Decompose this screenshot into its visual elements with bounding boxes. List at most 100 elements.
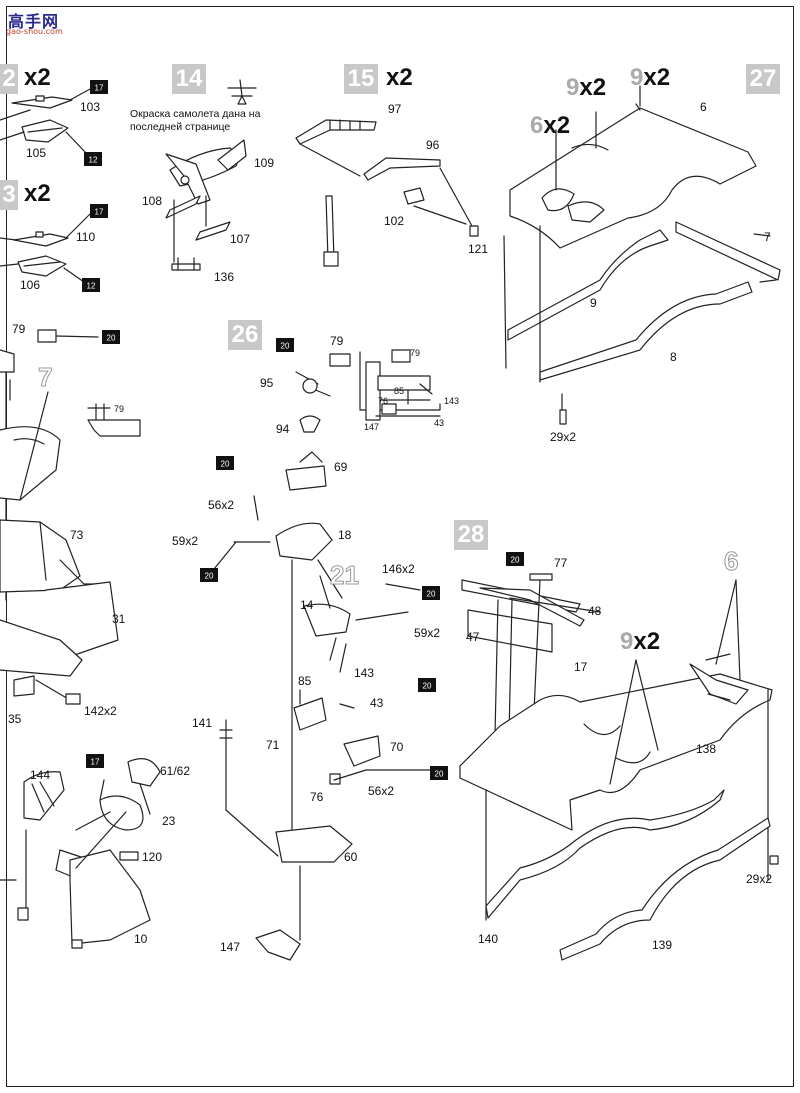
paint-badge-12: 12	[82, 278, 100, 292]
label-56x2: 56x2	[208, 498, 235, 512]
label-6: 6	[700, 100, 707, 114]
paint-badge-20: 20	[506, 552, 524, 566]
step-12-box: 2	[0, 64, 18, 94]
label-70: 70	[390, 740, 404, 754]
step-13-multiplier: x2	[24, 180, 51, 207]
paint-badge-20: 20	[200, 568, 218, 582]
label-48: 48	[588, 604, 602, 618]
ref-step-6: 6	[723, 546, 739, 577]
label-79-inset: 79	[410, 348, 421, 358]
label-73: 73	[70, 528, 84, 542]
step-14-box: 14	[172, 64, 206, 94]
paint-badge-17: 17	[90, 204, 108, 218]
paint-badge-20: 20	[216, 456, 234, 470]
badge-label: 20	[107, 334, 116, 343]
label-10: 10	[134, 932, 148, 946]
aircraft-icon	[227, 79, 257, 105]
step-28-box: 28	[454, 520, 488, 550]
label-94: 94	[276, 422, 290, 436]
label-109: 109	[254, 156, 275, 170]
times-2: x2	[633, 628, 661, 655]
label-107: 107	[230, 232, 251, 246]
part-9-number: 9	[630, 64, 644, 91]
label-103: 103	[80, 100, 101, 114]
badge-label: 20	[511, 556, 520, 565]
label-140: 140	[478, 932, 499, 946]
paint-note-line2: последней странице	[130, 121, 231, 133]
paint-badge-20: 20	[276, 338, 294, 352]
label-138: 138	[696, 742, 717, 756]
paint-note: Окраска самолета дана на последней стран…	[130, 108, 260, 134]
badge-label: 20	[435, 770, 444, 779]
label-7: 7	[764, 230, 771, 244]
step-26-box: 26	[228, 320, 262, 350]
badge-label: 17	[91, 758, 100, 767]
label-146x2: 146x2	[382, 562, 415, 576]
label-31: 31	[112, 612, 126, 626]
label-61-62: 61/62	[160, 764, 191, 778]
label-77: 77	[554, 556, 568, 570]
part-9-number: 9	[566, 74, 580, 101]
label-136: 136	[214, 270, 235, 284]
label-95: 95	[260, 376, 274, 390]
badge-label: 12	[87, 282, 96, 291]
label-102: 102	[384, 214, 405, 228]
badge-label: 20	[221, 460, 230, 469]
watermark-text: 高手网	[8, 12, 60, 31]
label-141: 141	[192, 716, 213, 730]
label-85: 85	[298, 674, 312, 688]
label-120: 120	[142, 850, 163, 864]
label-59x2: 59x2	[172, 534, 199, 548]
part-6-number: 6	[530, 112, 544, 139]
ref-step-21: 21	[330, 560, 360, 591]
part-105-hull	[21, 119, 69, 143]
label-108: 108	[142, 194, 163, 208]
label-147-inset: 147	[364, 422, 380, 432]
label-79-step26: 79	[330, 334, 344, 348]
label-9: 9	[590, 296, 597, 310]
label-147: 147	[220, 940, 241, 954]
label-60: 60	[344, 850, 358, 864]
label-96: 96	[426, 138, 440, 152]
paint-note-line1: Окраска самолета дана на	[130, 108, 261, 120]
badge-label: 20	[281, 342, 290, 351]
paint-badge-20: 20	[102, 330, 120, 344]
paint-badge-17: 17	[86, 754, 104, 768]
paint-badge-17: 17	[90, 80, 108, 94]
label-76: 76	[310, 790, 324, 804]
label-17: 17	[574, 660, 588, 674]
step-15-box: 15	[344, 64, 378, 94]
label-35: 35	[8, 712, 22, 726]
badge-label: 20	[423, 682, 432, 691]
step-27-box: 27	[746, 64, 780, 94]
badge-label: 12	[89, 156, 98, 165]
label-144: 144	[30, 768, 51, 782]
hull-side-7-8-9	[503, 221, 781, 425]
bottom-left-assembly	[0, 758, 161, 949]
part-9-times-2-c: 9x2	[620, 628, 660, 656]
deck-part-6	[509, 85, 757, 249]
step-15-multiplier: x2	[386, 64, 413, 91]
label-79: 79	[12, 322, 26, 336]
step15-parts	[295, 119, 479, 267]
label-142x2: 142x2	[84, 704, 117, 718]
ref-step-7: 7	[37, 362, 53, 393]
label-76-inset: 76	[378, 396, 389, 406]
label-43: 43	[370, 696, 384, 710]
paint-badge-12: 12	[84, 152, 102, 166]
step-12-multiplier: x2	[24, 64, 51, 91]
watermark-url: gao-shou.com	[6, 27, 63, 36]
badge-label: 17	[95, 84, 104, 93]
label-105: 105	[26, 146, 47, 160]
part-106-hull	[17, 255, 67, 277]
label-85-inset: 85	[394, 386, 405, 396]
label-23: 23	[162, 814, 176, 828]
label-18: 18	[338, 528, 352, 542]
times-2: x2	[579, 74, 607, 101]
label-79-detail: 79	[114, 404, 125, 414]
label-56x2-b: 56x2	[368, 784, 395, 798]
part-6-times-2: 6x2	[530, 112, 570, 140]
label-71: 71	[266, 738, 280, 752]
badge-label: 20	[205, 572, 214, 581]
label-97: 97	[388, 102, 402, 116]
